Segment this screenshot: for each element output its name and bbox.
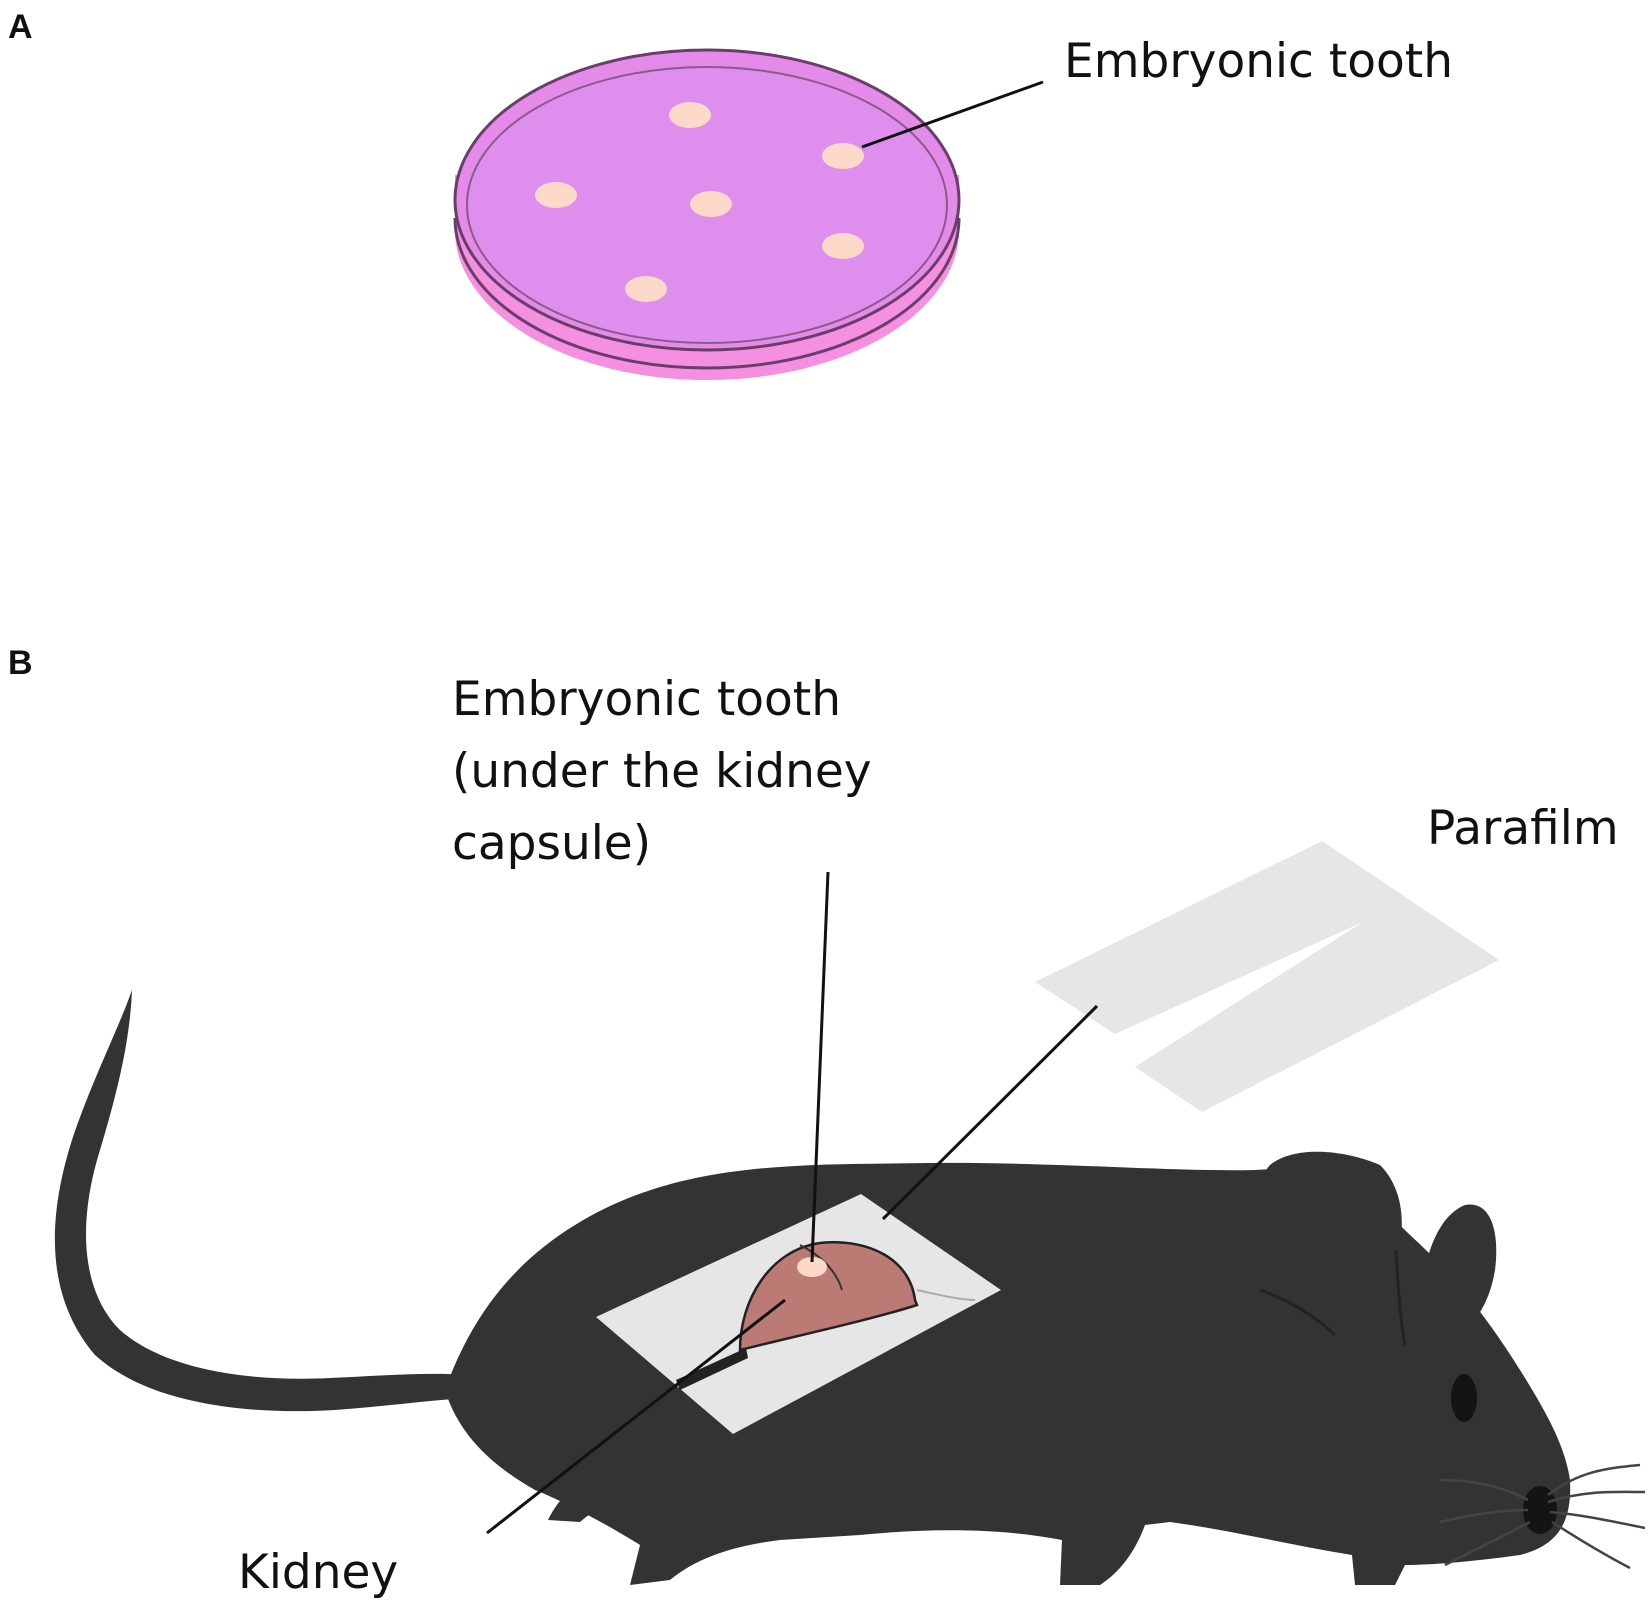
tooth-capsule-label-line: Embryonic tooth	[452, 672, 841, 727]
dish-lower-edge	[453, 217, 961, 370]
mouse-eye	[1451, 1374, 1477, 1422]
mouse-ear-back	[1260, 1151, 1402, 1295]
kidney-label: Kidney	[238, 1545, 399, 1600]
parafilm-pointer	[881, 1004, 1099, 1221]
tooth-explant	[669, 102, 711, 128]
petri-dish	[453, 48, 961, 380]
mouse-tail	[54, 990, 470, 1412]
tooth-capsule-label-line: capsule)	[452, 816, 652, 871]
mouse-hind-foot	[548, 1470, 640, 1522]
tooth-explant	[690, 191, 732, 217]
dish-tooth-label: Embryonic tooth	[1064, 34, 1453, 89]
parafilm-sheet	[1035, 841, 1499, 1112]
mouse-whiskers	[1439, 1463, 1646, 1570]
kidney	[738, 1241, 919, 1352]
panel-label-b: B	[8, 644, 33, 682]
mouse-ear-outline	[1259, 1288, 1337, 1337]
incision	[676, 1348, 748, 1390]
parafilm-label: Parafilm	[1427, 801, 1619, 856]
mouse-ear-outline	[1394, 1249, 1407, 1346]
mouse-ear-front	[1420, 1204, 1497, 1335]
mouse-nose	[1523, 1486, 1557, 1534]
tooth-explant	[822, 233, 864, 259]
tooth-explant	[822, 143, 864, 169]
kidney-pointer	[486, 1298, 786, 1535]
dish-tooth-pointer	[861, 80, 1044, 149]
tooth-capsule-pointer	[810, 871, 830, 1263]
tooth-explant	[535, 182, 577, 208]
panel-label-a: A	[8, 8, 33, 46]
tooth-explant	[625, 276, 667, 302]
tooth-under-capsule	[797, 1257, 827, 1277]
kidney-capsule-fold	[916, 1289, 976, 1301]
tooth-capsule-label-line: (under the kidney	[452, 744, 872, 799]
